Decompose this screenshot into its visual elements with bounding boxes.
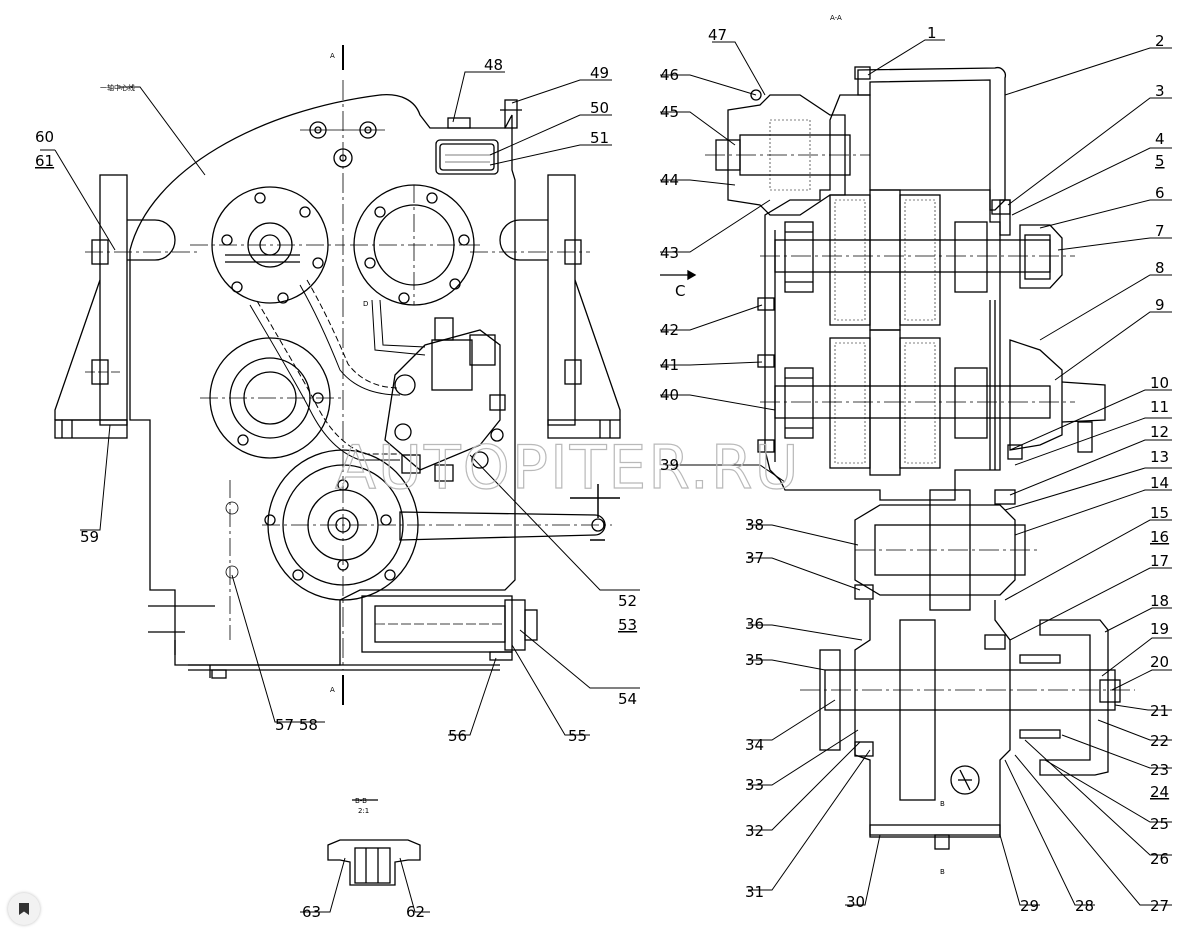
bookmark-button[interactable] — [8, 893, 40, 925]
callout-57-58: 57 58 — [275, 716, 318, 734]
callout-3: 3 — [1155, 82, 1165, 100]
callout-36: 36 — [745, 615, 764, 633]
callout-7: 7 — [1155, 222, 1165, 240]
callout-1: 1 — [927, 24, 937, 42]
callout-53: 53 — [618, 616, 637, 634]
callout-12: 12 — [1150, 423, 1169, 441]
callout-19: 19 — [1150, 620, 1169, 638]
control-valve-block — [384, 317, 506, 482]
callout-44: 44 — [660, 171, 679, 189]
callout-11: 11 — [1150, 398, 1169, 416]
section-label-a-bottom: A — [330, 686, 335, 694]
callout-49: 49 — [590, 64, 609, 82]
callout-63: 63 — [302, 903, 321, 921]
detail-b-b — [327, 799, 421, 886]
callout-50: 50 — [590, 99, 609, 117]
callout-34: 34 — [745, 736, 764, 754]
callout-35: 35 — [745, 651, 764, 669]
callout-2: 2 — [1155, 32, 1165, 50]
callout-20: 20 — [1150, 653, 1169, 671]
indicator-plate — [435, 99, 522, 175]
callout-37: 37 — [745, 549, 764, 567]
section-marks — [225, 480, 620, 640]
callout-40: 40 — [660, 386, 679, 404]
watermark: AUTOPITER.RU — [335, 433, 801, 503]
callout-9: 9 — [1155, 296, 1165, 314]
callout-30: 30 — [846, 893, 865, 911]
callout-52: 52 — [618, 592, 637, 610]
callout-55: 55 — [568, 727, 587, 745]
callout-8: 8 — [1155, 259, 1165, 277]
callout-25: 25 — [1150, 815, 1169, 833]
top-bolts — [300, 121, 385, 168]
section-b-label: B — [940, 800, 945, 808]
callout-59: 59 — [80, 528, 99, 546]
callout-61: 61 — [35, 152, 54, 170]
callout-43: 43 — [660, 244, 679, 262]
callout-28: 28 — [1075, 897, 1094, 915]
callout-48: 48 — [484, 56, 503, 74]
callout-17: 17 — [1150, 552, 1169, 570]
bookmark-icon — [19, 903, 29, 915]
callout-42: 42 — [660, 321, 679, 339]
callout-39: 39 — [660, 456, 679, 474]
callout-54: 54 — [618, 690, 637, 708]
upper-left-flange — [190, 186, 345, 304]
callout-46: 46 — [660, 66, 679, 84]
middle-left-flange — [200, 337, 345, 459]
view-arrow-c-label: C — [675, 282, 685, 300]
callout-numbers: 1 2 3 4 5 6 7 8 9 10 11 12 13 14 15 16 1… — [35, 24, 1169, 921]
detail-scale: 2:1 — [358, 807, 369, 815]
gear-centerline-note: 一轴中心线 — [100, 83, 135, 92]
callout-45: 45 — [660, 103, 679, 121]
callout-5: 5 — [1155, 152, 1165, 170]
callout-38: 38 — [745, 516, 764, 534]
left-mount-bracket — [54, 174, 200, 439]
callout-62: 62 — [406, 903, 425, 921]
callout-51: 51 — [590, 129, 609, 147]
callout-10: 10 — [1150, 374, 1169, 392]
callout-24: 24 — [1150, 783, 1169, 801]
callout-13: 13 — [1150, 448, 1169, 466]
hydraulic-lines — [249, 279, 426, 461]
lower-cylinder — [361, 595, 538, 661]
callout-23: 23 — [1150, 761, 1169, 779]
section-d-label: D — [363, 300, 368, 308]
detail-title: B-B — [355, 797, 367, 805]
section-b-label-lower: B — [940, 868, 945, 876]
callout-47: 47 — [708, 26, 727, 44]
callout-26: 26 — [1150, 850, 1169, 868]
callout-27: 27 — [1150, 897, 1169, 915]
callout-56: 56 — [448, 727, 467, 745]
section-label-a-a: A-A — [830, 14, 842, 22]
callout-60: 60 — [35, 128, 54, 146]
callout-22: 22 — [1150, 732, 1169, 750]
callout-6: 6 — [1155, 184, 1165, 202]
bottom-pulley — [262, 449, 612, 601]
callout-18: 18 — [1150, 592, 1169, 610]
callout-29: 29 — [1020, 897, 1039, 915]
callout-16: 16 — [1150, 528, 1169, 546]
upper-right-flange — [350, 184, 480, 306]
right-mount-bracket — [470, 174, 621, 439]
leader-lines — [40, 39, 1172, 913]
right-section-view — [660, 66, 1135, 850]
callout-4: 4 — [1155, 130, 1165, 148]
section-label-a-top: A — [330, 52, 335, 60]
callout-21: 21 — [1150, 702, 1169, 720]
left-view-housing — [129, 45, 516, 705]
callout-41: 41 — [660, 356, 679, 374]
callout-15: 15 — [1150, 504, 1169, 522]
callout-33: 33 — [745, 776, 764, 794]
callout-14: 14 — [1150, 474, 1169, 492]
callout-32: 32 — [745, 822, 764, 840]
callout-31: 31 — [745, 883, 764, 901]
